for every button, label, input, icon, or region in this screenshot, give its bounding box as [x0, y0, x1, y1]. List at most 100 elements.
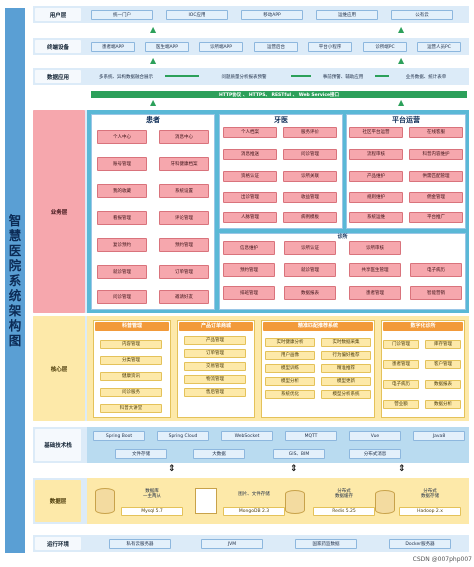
dentist-item: 出诊管理 — [223, 192, 277, 203]
tech-item: Java8 — [413, 431, 465, 441]
core-item: 产品管理 — [184, 336, 246, 345]
patient-item: 个人中心 — [97, 130, 147, 144]
terminal-item: 平台小程序 — [308, 42, 352, 52]
dentist-item: 病例模板 — [283, 212, 337, 223]
platform-item: 规则维护 — [349, 192, 403, 203]
patient-item: 评论管理 — [159, 211, 209, 225]
store-top-label: 分布式 数据缓存 — [335, 489, 353, 499]
platform-item: 流程审核 — [349, 149, 403, 160]
clinic-item: 电子病历 — [410, 263, 462, 277]
data-layer-label: 数据层 — [35, 480, 81, 522]
database-icon — [285, 490, 305, 514]
core-group-title: 科普管理 — [95, 322, 169, 331]
database-icon — [375, 490, 395, 514]
store-name: Hadoop 2.x — [399, 507, 461, 516]
file-storage-icon — [195, 488, 217, 514]
clinic-item: 排班管理 — [223, 286, 275, 300]
protocol-bar: HTTP协议 、 HTTPS、 RESTful 、 Web Service接口 — [91, 91, 467, 98]
business-layer-label: 业务层 — [33, 110, 85, 313]
dentist-item: 收益管理 — [283, 192, 337, 203]
clinic-item: 数据报表 — [284, 286, 336, 300]
terminal-item: 诊所端APP — [199, 42, 243, 52]
dentist-item: 服务评价 — [283, 127, 337, 138]
data-layer: 数据层 数据库 一主两从 Mysql 5.7 图片、文件存储 MongoDB 2… — [33, 478, 469, 524]
terminal-item: 诊所端PC — [363, 42, 407, 52]
runtime-layer-label: 运行环境 — [35, 537, 81, 550]
core-item: 模型训练 — [265, 364, 315, 373]
base-layer: 基础技术栈 Spring Boot Spring Cloud WebSocket… — [33, 427, 469, 463]
arrow-up-icon: ▲ — [150, 98, 157, 107]
store-top-label: 图片、文件存储 — [238, 491, 270, 497]
runtime-item: 私有云服务器 — [109, 539, 171, 549]
base-layer-label: 基础技术栈 — [35, 429, 81, 461]
core-item: 模型分析系统 — [321, 390, 371, 399]
terminal-layer: 终端设备 患者端APP 医生端APP 诊所端APP 运营后台 平台小程序 诊所端… — [33, 38, 469, 55]
patient-item: 就诊管理 — [97, 265, 147, 279]
dentist-item: 人脉管理 — [223, 212, 277, 223]
data-app-layer: 数据应用 多系统、异构数据融合展示 问题质量分析报表预警 事前预警、辅助应用 业… — [33, 68, 469, 85]
platform-item: 供需匹配管理 — [409, 171, 463, 182]
arrow-up-icon: ▲ — [398, 56, 405, 65]
double-arrow-icon: ⇕ — [290, 464, 298, 474]
user-layer-label: 用户层 — [35, 8, 81, 21]
core-layer-label: 核心层 — [33, 316, 85, 421]
core-item: 客户管理 — [425, 360, 461, 369]
dentist-item: 个人档案 — [223, 127, 277, 138]
arrow-up-icon: ▲ — [398, 25, 405, 34]
terminal-item: 患者端APP — [91, 42, 135, 52]
store-top-label: 数据库 一主两从 — [143, 489, 161, 499]
clinic-title: 诊所 — [337, 234, 348, 240]
clinic-item: 患者管理 — [349, 286, 401, 300]
core-item: 售后管理 — [184, 388, 246, 397]
arrow-up-icon: ▲ — [398, 98, 405, 107]
tech-item: 分布式消息 — [349, 449, 401, 459]
patient-item: 牙科健康档案 — [159, 157, 209, 171]
terminal-layer-label: 终端设备 — [35, 40, 81, 53]
core-group-panel — [93, 320, 171, 418]
data-app-flow-item: 事前预警、辅助应用 — [322, 74, 364, 80]
core-item: 物流管理 — [184, 375, 246, 384]
user-item: 公有云 — [391, 10, 453, 20]
core-item: 问诊服务 — [100, 388, 162, 397]
dentist-item: 问诊管理 — [283, 149, 337, 160]
core-item: 科普大讲堂 — [100, 404, 162, 413]
data-app-flow-item: 多系统、异构数据融合展示 — [99, 74, 153, 80]
core-item: 模型分析 — [265, 377, 315, 386]
store-name: MongoDB 2.3 — [223, 507, 285, 516]
user-item: IOC应用 — [166, 10, 228, 20]
platform-item: 佣金管理 — [409, 192, 463, 203]
core-item: 患者管理 — [383, 360, 419, 369]
core-item: 电子病历 — [383, 380, 419, 389]
user-item: 运维应用 — [316, 10, 378, 20]
user-layer: 用户层 统一门户 IOC应用 移动APP 运维应用 公有云 — [33, 6, 469, 23]
tech-item: Spring Boot — [93, 431, 145, 441]
clinic-item: 共享医生管理 — [349, 263, 401, 277]
terminal-item: 运营后台 — [254, 42, 298, 52]
clinic-item: 预约管理 — [223, 263, 275, 277]
runtime-layer: 运行环境 私有云服务器 JVM 国家药监数据 Docker服务器 — [33, 535, 469, 552]
data-app-flow-item: 问题质量分析报表预警 — [199, 72, 289, 82]
core-item: 数据报表 — [425, 380, 461, 389]
platform-item: 科普内容维护 — [409, 149, 463, 160]
core-layer: 核心层 科普管理 内容管理 分类管理 健康资讯 问诊服务 科普大讲堂 产品订单商… — [33, 316, 469, 421]
platform-item: 在线客服 — [409, 127, 463, 138]
store-name: Mysql 5.7 — [121, 507, 183, 516]
tech-item: Spring Cloud — [157, 431, 209, 441]
platform-title: 平台运营 — [392, 116, 420, 124]
core-item: 系统优化 — [265, 390, 315, 399]
core-group-title: 精准匹配推荐系统 — [263, 322, 373, 331]
core-group-title: 产品订单商城 — [179, 322, 253, 331]
data-container — [87, 478, 469, 524]
patient-item: 订单管理 — [159, 265, 209, 279]
clinic-item: 诊所认证 — [284, 241, 336, 255]
runtime-item: JVM — [201, 539, 263, 549]
platform-item: 产品维护 — [349, 171, 403, 182]
core-item: 数据分析 — [425, 400, 461, 409]
core-item: 健康资讯 — [100, 372, 162, 381]
core-item: 模型更新 — [321, 377, 371, 386]
core-item: 营业额 — [383, 400, 419, 409]
patient-title: 患者 — [146, 116, 160, 124]
runtime-item: 国家药监数据 — [295, 539, 357, 549]
system-title: 智慧医院系统架构图 — [5, 8, 25, 553]
core-group-title: 数字化诊所 — [383, 322, 463, 331]
